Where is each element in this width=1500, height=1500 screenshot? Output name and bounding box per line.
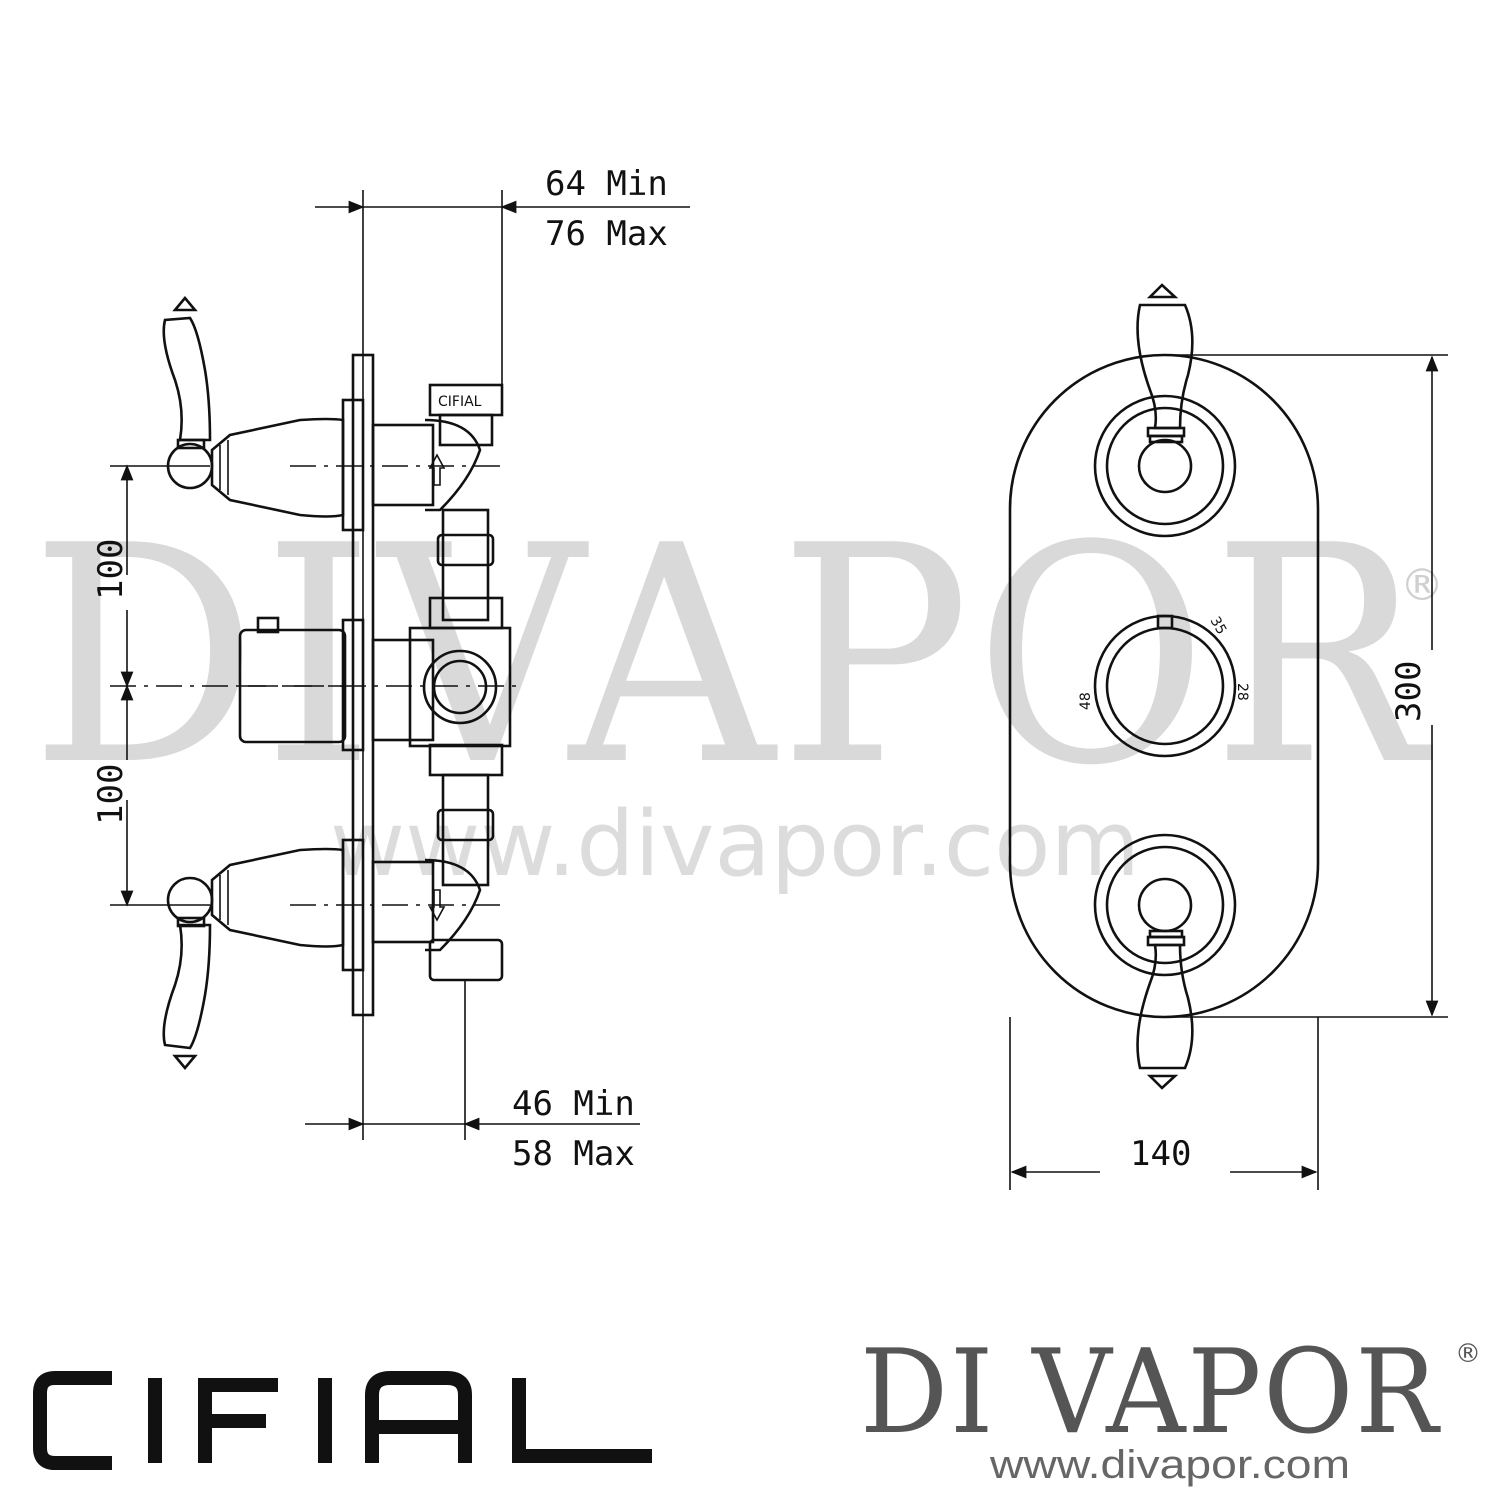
cifial-logo: CIFIAL — [33, 1371, 652, 1491]
watermark-text: DIVAPOR — [30, 482, 1434, 831]
width-label: 140 — [1130, 1134, 1191, 1174]
depth-bottom-min-label: 46 Min — [512, 1084, 635, 1124]
body-stamp: CIFIAL — [438, 394, 482, 410]
depth-bottom-max-label: 58 Max — [512, 1134, 635, 1174]
divapor-brand: DI VAPOR ® www.divapor.com — [860, 1325, 1481, 1487]
depth-top-min-label: 64 Min — [545, 164, 668, 204]
front-lower-lever — [1093, 833, 1237, 1090]
scale-mark-48: 48 — [1078, 692, 1094, 710]
valve-body: CIFIAL — [290, 383, 512, 982]
front-thermostat-dial: 35 28 48 — [1078, 614, 1250, 758]
divapor-registered: ® — [1455, 1339, 1481, 1369]
upper-lever-handle — [162, 295, 345, 518]
spacing-upper-label: 100 — [91, 539, 131, 600]
watermark: DIVAPOR ® www.divapor.com — [30, 482, 1444, 897]
middle-plate-boss — [341, 618, 365, 752]
depth-top-max-label: 76 Max — [545, 214, 668, 254]
watermark-registered: ® — [1400, 560, 1444, 611]
watermark-url: www.divapor.com — [330, 792, 1140, 897]
divapor-logo-text: DI VAPOR — [860, 1325, 1442, 1460]
lower-lever-handle — [162, 847, 345, 1071]
front-backplate — [1008, 353, 1320, 1019]
thermostat-knob — [238, 616, 347, 744]
divapor-url: www.divapor.com — [989, 1443, 1350, 1487]
scale-mark-35: 35 — [1207, 614, 1230, 637]
scale-mark-28: 28 — [1234, 683, 1250, 701]
front-upper-lever — [1093, 283, 1237, 538]
height-label: 300 — [1389, 661, 1429, 722]
front-view: 300 140 35 28 48 — [1008, 283, 1448, 1190]
left-logo-text: CIFIAL — [40, 1488, 44, 1491]
spacing-lower-label: 100 — [91, 764, 131, 825]
side-view: 64 Min 76 Max 46 Min 58 Max 100 100 — [91, 164, 690, 1174]
